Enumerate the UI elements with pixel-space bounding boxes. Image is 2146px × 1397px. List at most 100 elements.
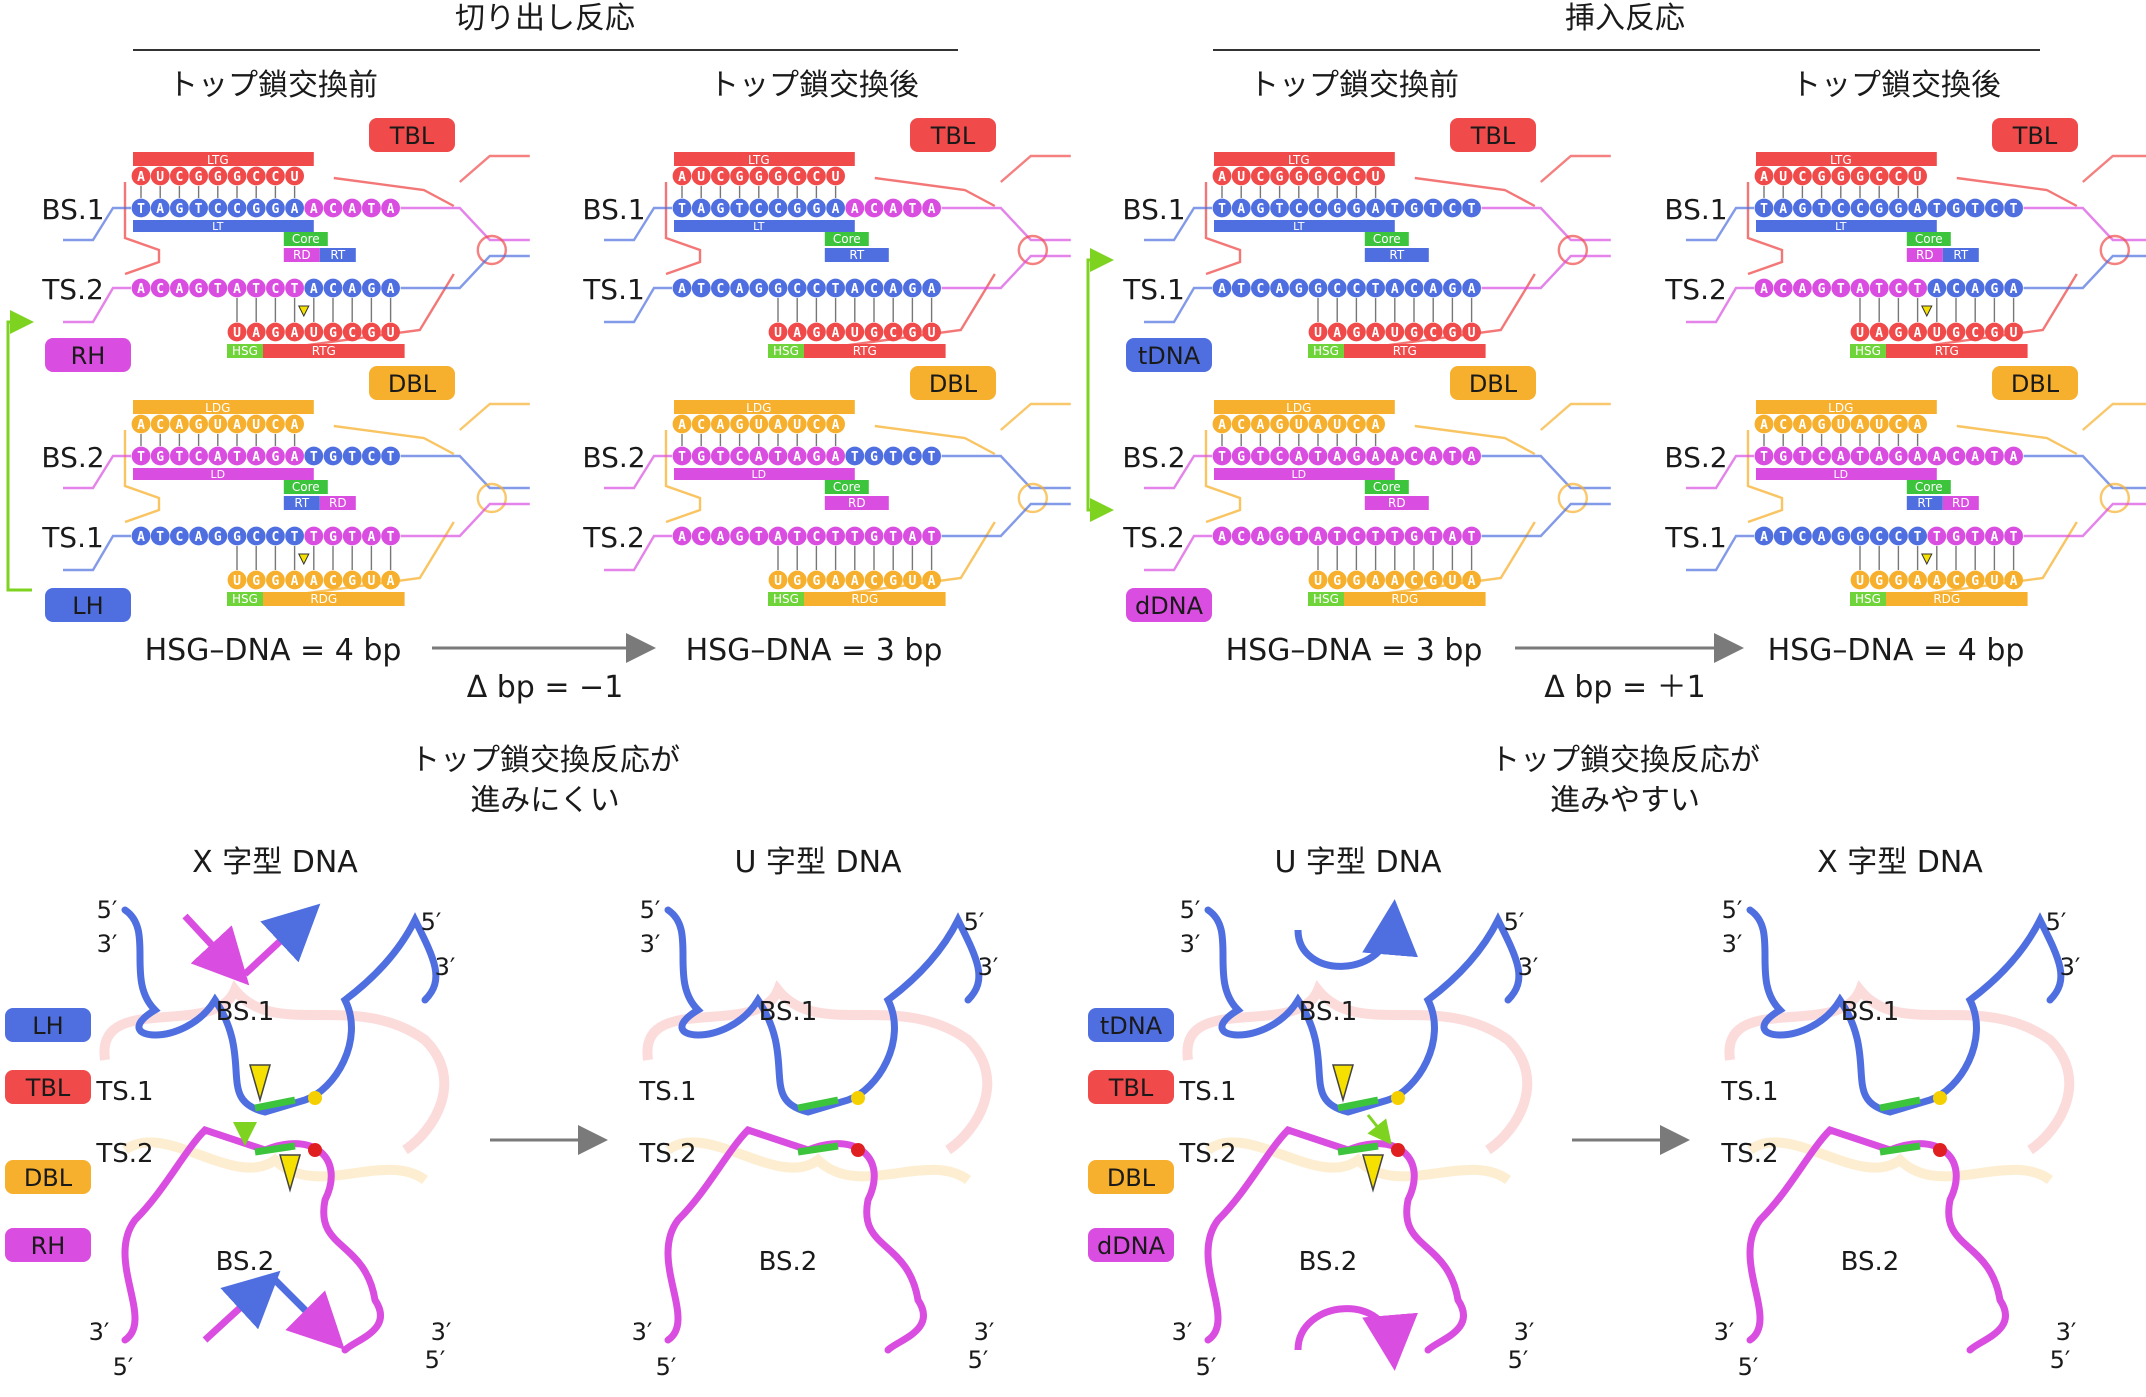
target-strand-bead: [1385, 526, 1405, 546]
guide-bottom-bead: [1462, 322, 1481, 342]
base-strand-bead: [691, 198, 711, 218]
base-strand-base: A: [1372, 202, 1380, 217]
guide-tail: [1540, 154, 1611, 183]
block-tag: DBL: [929, 370, 978, 398]
guide-top-bead: [150, 414, 170, 434]
target-strand-base: G: [214, 530, 222, 545]
ts-tail-right: [941, 502, 1071, 538]
base-strand-base: A: [1468, 450, 1476, 465]
guide-tail: [2082, 402, 2146, 431]
base-strand-bead: [1347, 198, 1366, 218]
target-strand-bead: [1812, 278, 1831, 298]
bs-label: LT: [1835, 220, 1847, 233]
guide-top-base: C: [271, 418, 279, 433]
base-strand-bead: [208, 198, 228, 218]
target-strand-bead: [342, 278, 362, 298]
target-strand-base: T: [387, 530, 395, 545]
guide-bottom-base: U: [1314, 326, 1322, 341]
target-strand-base: T: [1429, 530, 1437, 545]
guide-bottom-bead: [1462, 570, 1481, 590]
base-strand-base: C: [195, 450, 203, 465]
ts-tail-left: [604, 286, 672, 324]
target-strand-base: T: [348, 530, 356, 545]
base-strand-bead: [672, 446, 692, 466]
guide-rna-cloud: [642, 980, 993, 1155]
guide-top-bead: [730, 166, 749, 186]
bs-label: LT: [212, 220, 224, 233]
base-strand-base: C: [233, 202, 241, 217]
target-strand-bead: [1754, 278, 1774, 298]
guide-top-base: G: [1295, 170, 1303, 185]
guide-top-label: LDG: [1286, 401, 1311, 415]
guide-bottom-base: G: [1410, 326, 1418, 341]
block-tag: TBL: [1470, 122, 1516, 150]
guide-bottom-bead: [1327, 570, 1347, 590]
guide-top-base: G: [214, 170, 222, 185]
target-strand-base: G: [233, 530, 241, 545]
target-strand-base: A: [928, 282, 936, 297]
guide-bottom-base: G: [1333, 574, 1341, 589]
base-strand-base: A: [755, 450, 763, 465]
guide-rna-cloud: [1724, 980, 2075, 1155]
base-strand-bead: [826, 446, 845, 466]
base-strand-bead: [1385, 198, 1405, 218]
base-strand-bead: [170, 198, 189, 218]
target-strand-base: G: [1952, 530, 1960, 545]
guide-bottom-bead: [323, 322, 343, 342]
region-label: RD: [293, 248, 311, 262]
target-strand-base: C: [1952, 282, 1960, 297]
guide-bottom-base: A: [832, 574, 840, 589]
structure-tag-bg: [1088, 1008, 1174, 1042]
bs-tail-left: [1686, 454, 1754, 490]
guide-bottom-bead: [323, 570, 343, 590]
target-strand-base: G: [329, 530, 337, 545]
target-strand-bead: [1889, 526, 1908, 546]
target-strand-bead: [362, 526, 381, 546]
base-strand-base: A: [1914, 202, 1922, 217]
guide-top-bead: [1773, 166, 1793, 186]
base-strand-base: T: [908, 202, 916, 217]
base-strand-bead: [189, 446, 209, 466]
guide-top-label: LTG: [1830, 153, 1852, 167]
target-strand-bead: [903, 526, 922, 546]
block-tag-bg: [1450, 118, 1536, 152]
base-strand-bead: [266, 446, 285, 466]
guide-top-base: G: [1818, 418, 1826, 433]
guide-bottom-bead: [1985, 322, 2004, 342]
base-strand-bead: [903, 446, 922, 466]
target-strand-bead: [150, 278, 170, 298]
core-label: Core: [292, 232, 320, 246]
base-strand-bead: [227, 198, 247, 218]
structure-tag: TBL: [25, 1074, 71, 1102]
guide-bottom-bead: [1366, 570, 1385, 590]
base-strand-bead: [1965, 446, 1985, 466]
active-site-dot: [851, 1091, 865, 1105]
base-strand-bead: [1289, 198, 1309, 218]
strand-label-ts: TS.1: [1122, 273, 1185, 306]
target-strand-base: T: [310, 530, 318, 545]
bs-tail-right: [2023, 454, 2146, 490]
bs-label: LD: [210, 468, 225, 481]
target-strand-bead: [845, 278, 865, 298]
target-strand-base: C: [1894, 530, 1902, 545]
base-strand-base: T: [1429, 202, 1437, 217]
target-strand-bead: [1793, 526, 1812, 546]
structure-label-bs2: BS.2: [759, 1247, 818, 1277]
target-strand-base: A: [387, 282, 395, 297]
target-strand-bead: [1443, 278, 1462, 298]
base-strand-bead: [362, 446, 381, 466]
target-strand-base: G: [1295, 282, 1303, 297]
base-strand-bead: [1423, 446, 1443, 466]
delta-bp-insertion: Δ bp = ＋1: [1544, 670, 1705, 705]
target-strand-bead: [1812, 526, 1831, 546]
guide-top-base: G: [1314, 170, 1322, 185]
guide-bottom-bead: [304, 322, 324, 342]
target-strand-base: A: [310, 282, 318, 297]
guide-bottom-base: C: [870, 574, 878, 589]
guide-tail: [2082, 154, 2146, 183]
bs-label-bar: [1214, 468, 1395, 480]
guide-top-bead: [1347, 414, 1366, 434]
target-strand-base: G: [1837, 530, 1845, 545]
bs-tail-left: [1686, 206, 1754, 242]
target-strand-bead: [787, 278, 807, 298]
